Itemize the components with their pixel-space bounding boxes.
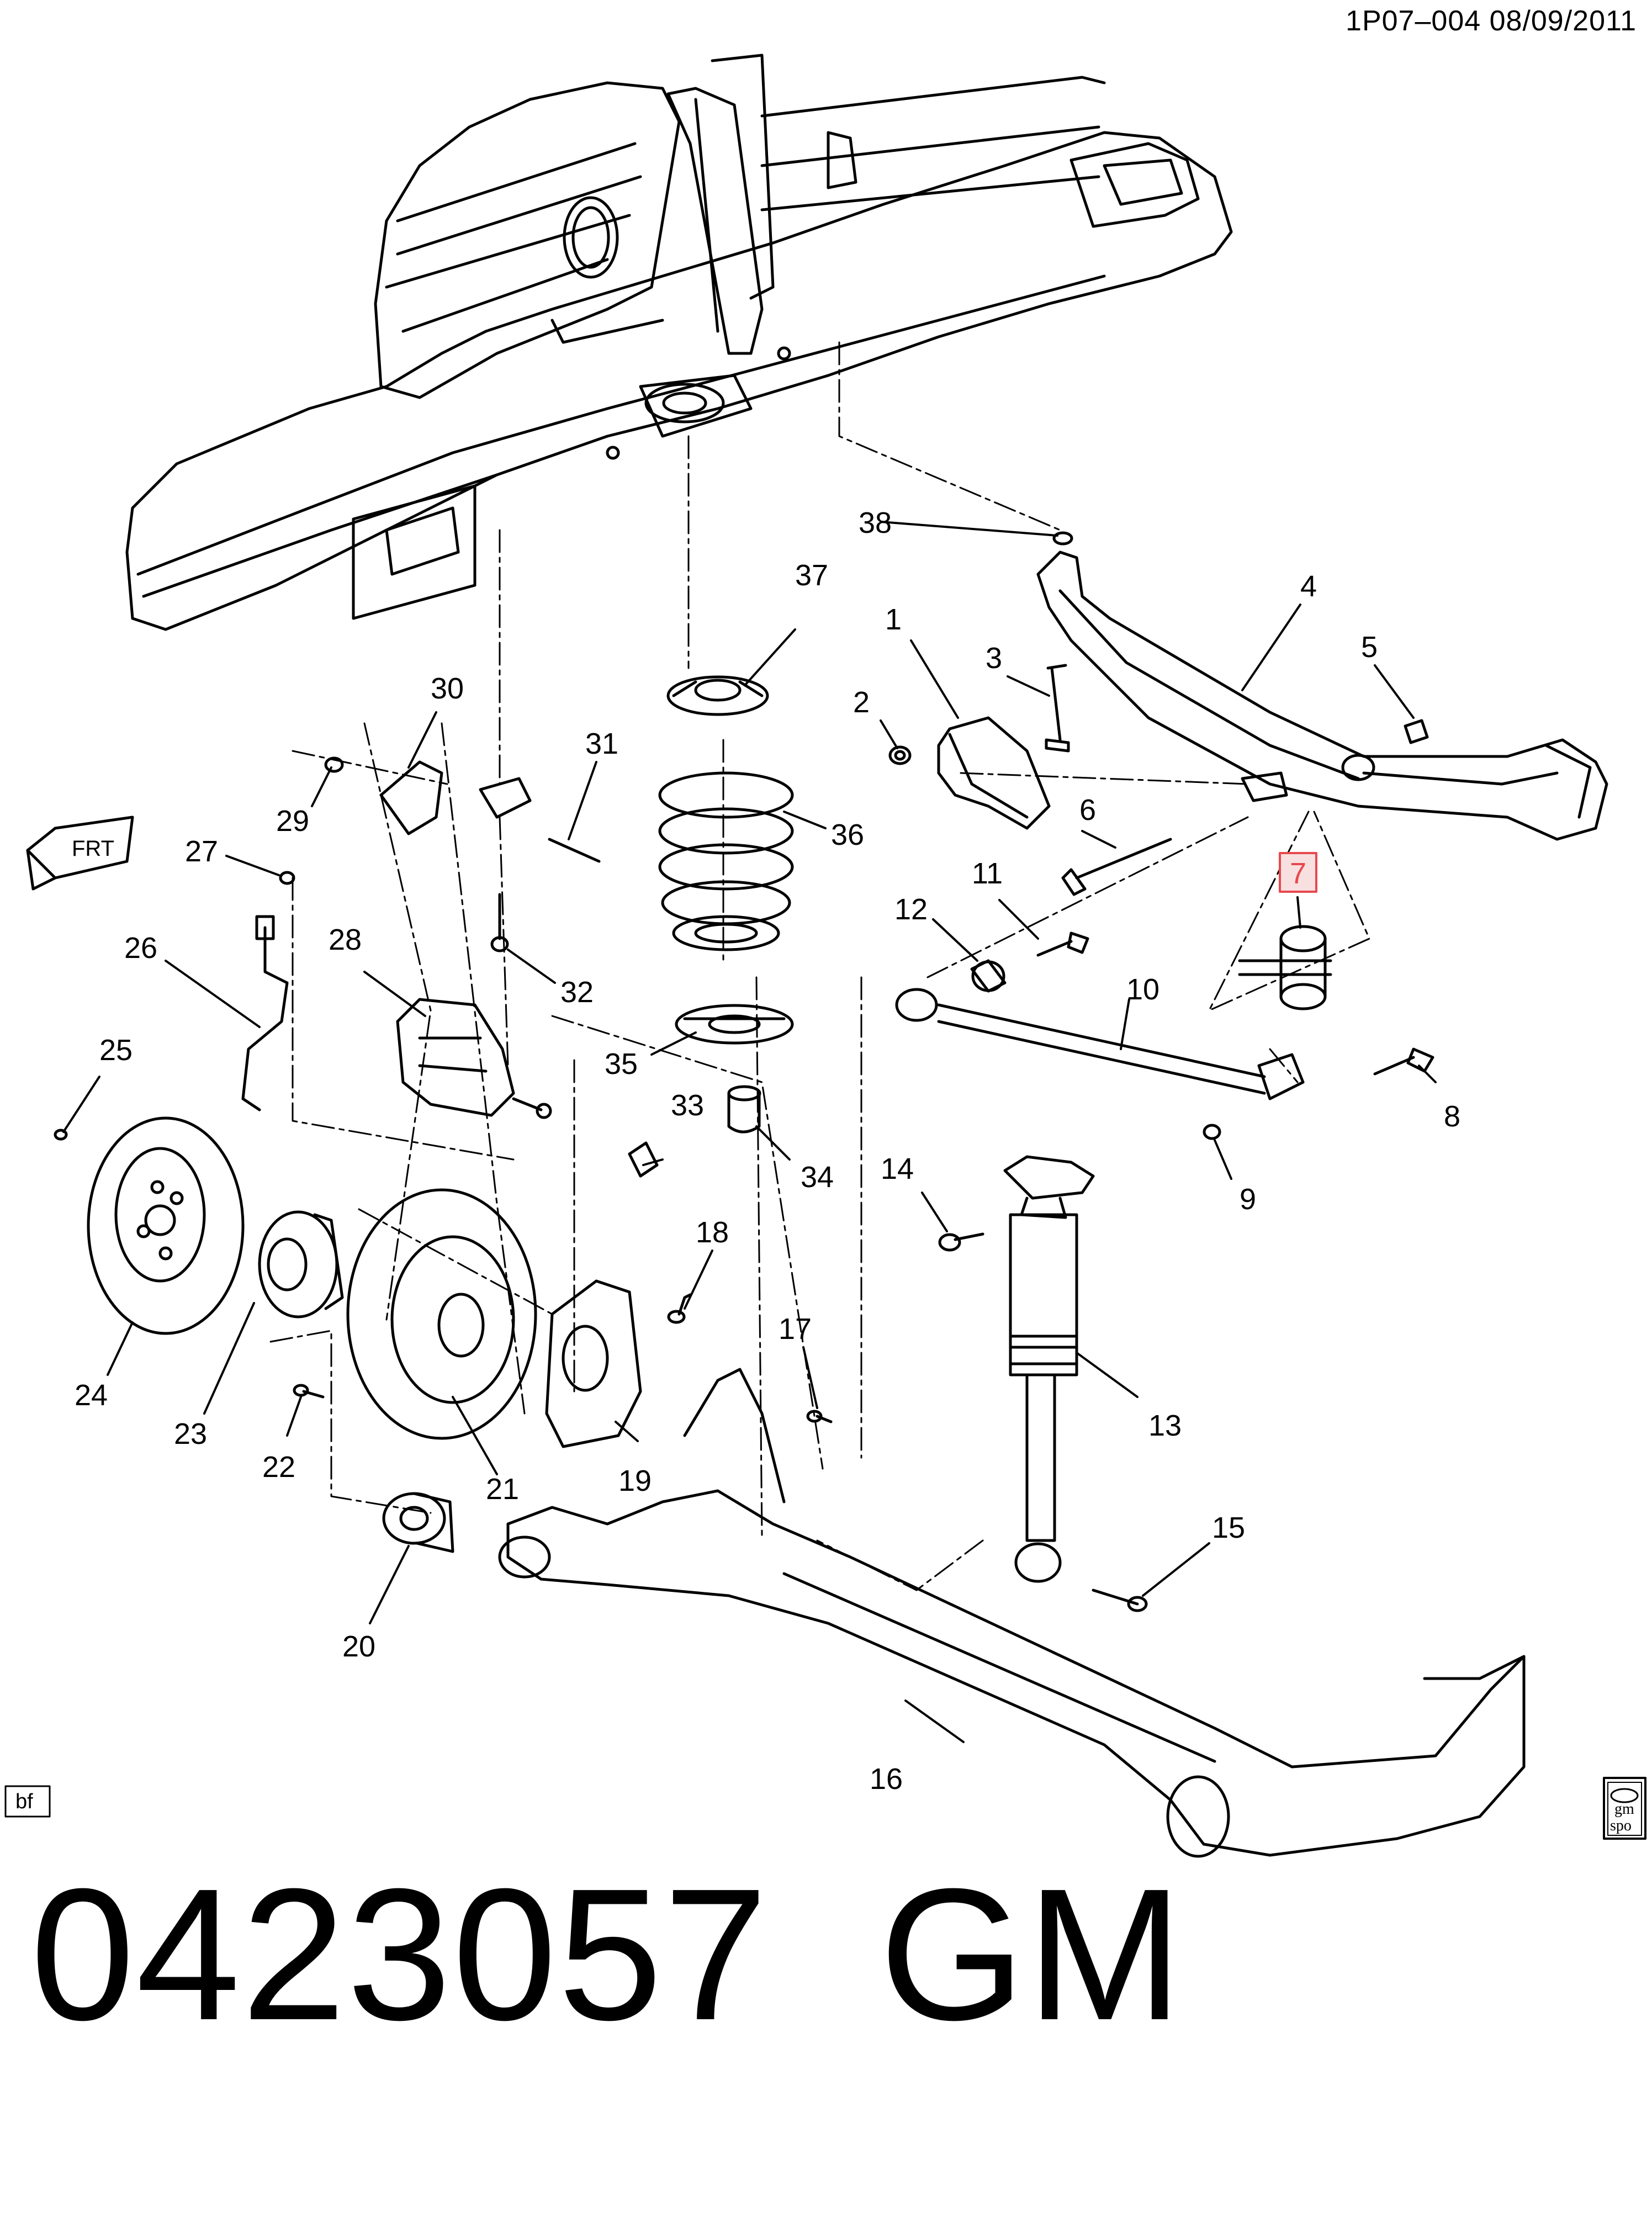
callout-12: 12: [894, 893, 928, 926]
bolt-3: [1045, 664, 1070, 753]
hub-bearing: [258, 1210, 344, 1319]
callout-8: 8: [1444, 1100, 1460, 1133]
assembly-guide-lines: [269, 341, 1370, 1591]
callout-29: 29: [276, 804, 309, 838]
front-arrow-label: FRT: [72, 837, 114, 861]
callout-15: 15: [1212, 1511, 1245, 1544]
callout-24: 24: [75, 1379, 108, 1412]
washer-9: [1203, 1124, 1221, 1140]
caliper-bracket-30: [379, 760, 532, 835]
logo-top-text: gm: [1614, 1801, 1634, 1818]
callout-37: 37: [795, 559, 828, 592]
knuckle-bracket-19: [545, 1279, 642, 1448]
callout-35: 35: [605, 1047, 638, 1081]
callout-6: 6: [1079, 793, 1096, 827]
spring-insulator-lower: [675, 1004, 794, 1045]
callout-23: 23: [174, 1417, 207, 1450]
rear-axle: [498, 1368, 1526, 1858]
callout-7: 7: [1290, 857, 1306, 890]
bushing-20: [382, 1492, 454, 1553]
callout-labels: 1 2 3 4 5 6 7 8 9 10 11 12 13 14 15 16 1…: [75, 506, 1460, 1796]
part-number: 0423057: [30, 1850, 769, 2060]
callout-21: 21: [486, 1473, 519, 1506]
diagram-code-date: 1P07–004 08/09/2011: [1346, 5, 1637, 37]
bf-badge-text: bf: [15, 1790, 33, 1813]
bushing-38: [1052, 531, 1073, 546]
callout-19: 19: [618, 1464, 652, 1497]
spring-seat-upper: [666, 675, 769, 716]
callout-7-highlight: [1279, 852, 1317, 893]
callout-2: 2: [853, 686, 870, 719]
jounce-bumper: [727, 1085, 761, 1134]
callout-18: 18: [696, 1216, 729, 1249]
underbody-structure: [125, 54, 1233, 631]
callout-28: 28: [329, 923, 362, 956]
callout-20: 20: [342, 1630, 375, 1663]
callout-32: 32: [560, 976, 594, 1009]
bolt-15: [1092, 1589, 1148, 1612]
callout-10: 10: [1126, 973, 1159, 1006]
crossmember: [1036, 550, 1608, 841]
brake-shield: [346, 1188, 537, 1440]
callout-16: 16: [870, 1762, 903, 1796]
callout-25: 25: [99, 1034, 133, 1067]
callout-5: 5: [1361, 631, 1378, 664]
front-arrow-icon: FRT: [26, 816, 134, 891]
brake-rotor: [87, 1116, 245, 1335]
brake-caliper: [396, 998, 552, 1119]
callout-4: 4: [1300, 570, 1317, 603]
bolt-14: [938, 1232, 984, 1252]
callout-13: 13: [1148, 1409, 1182, 1442]
gm-spo-logo: gm spo: [1603, 1777, 1646, 1840]
coil-spring: [658, 771, 794, 951]
callout-36: 36: [831, 818, 864, 851]
callout-11: 11: [972, 857, 1003, 890]
abs-sensor-wire: [241, 915, 289, 1111]
callout-22: 22: [262, 1450, 295, 1484]
callout-38: 38: [859, 506, 892, 539]
callout-27: 27: [185, 835, 218, 868]
callout-9: 9: [1240, 1183, 1256, 1216]
callout-30: 30: [431, 672, 464, 705]
callout-31: 31: [585, 727, 618, 760]
track-bar: [895, 988, 1305, 1100]
callout-17: 17: [779, 1312, 812, 1346]
callout-34: 34: [801, 1161, 834, 1194]
callout-1: 1: [885, 603, 902, 636]
brand-mark: GM: [879, 1850, 1184, 2060]
callout-leaders: [62, 521, 1437, 1743]
bracket-panel: [937, 716, 1051, 830]
link-bushing-7: [1238, 925, 1332, 1010]
fasteners-misc: [54, 756, 833, 1423]
logo-bottom-text: spo: [1610, 1817, 1632, 1834]
callout-14: 14: [881, 1152, 914, 1185]
callout-3: 3: [986, 642, 1002, 675]
nut-2: [888, 745, 912, 765]
callout-26: 26: [124, 931, 157, 965]
bolt-11: [1036, 931, 1089, 957]
shock-absorber: [1003, 1155, 1095, 1583]
nut-5: [1404, 719, 1429, 744]
bushing-12: [970, 959, 1007, 993]
bolt-6: [1061, 838, 1172, 896]
bf-badge: bf: [4, 1785, 51, 1818]
callout-33: 33: [671, 1089, 704, 1122]
